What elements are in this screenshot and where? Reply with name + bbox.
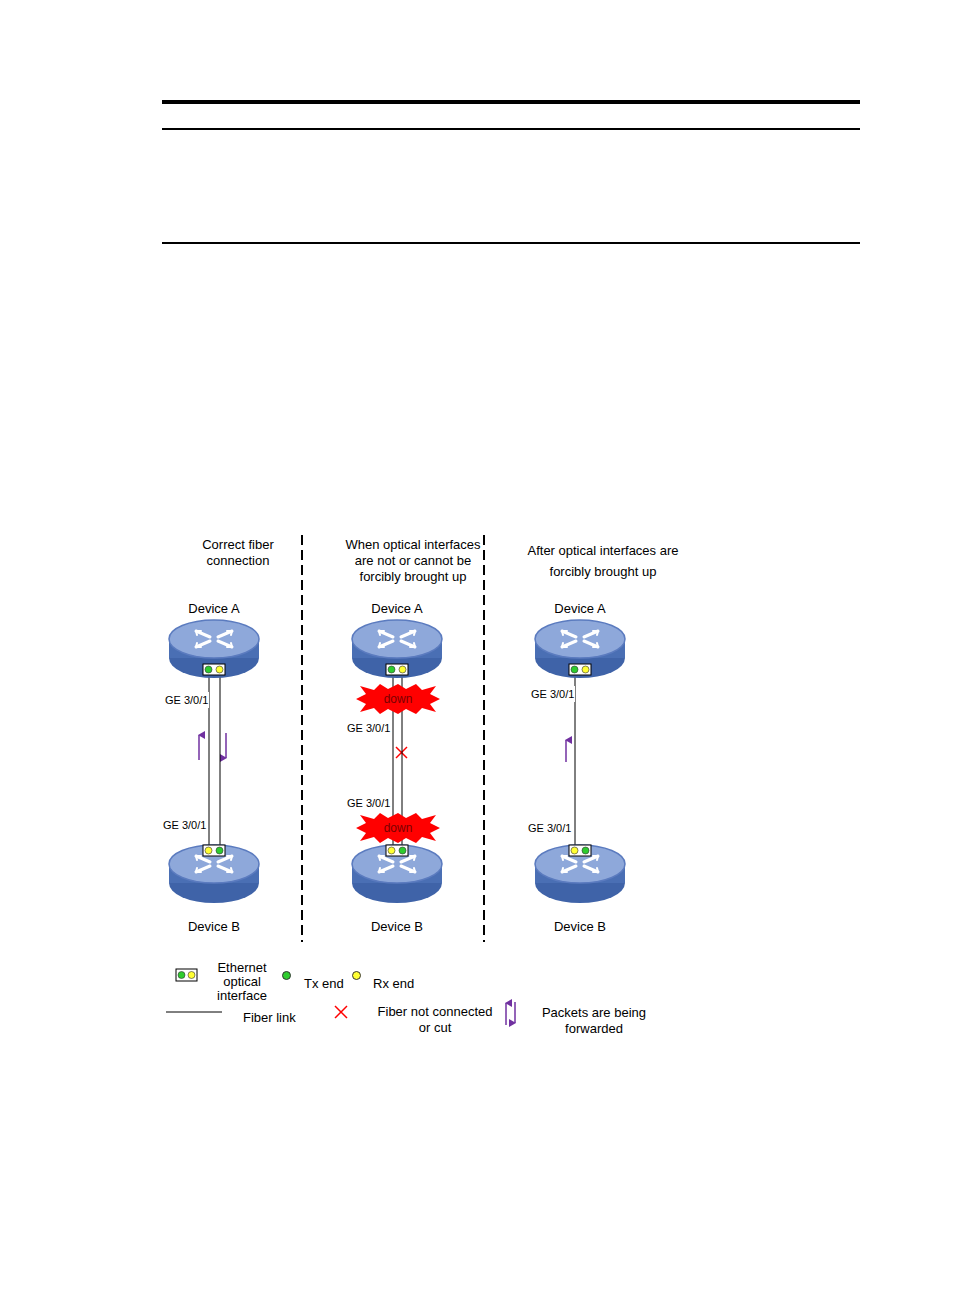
optical-port <box>203 845 225 856</box>
device-name: Device A <box>166 601 262 617</box>
panel-heading: Correct fiber connection <box>188 537 288 569</box>
interface-label: GE 3/0/1 <box>346 720 391 736</box>
legend-text: Packets are being forwarded <box>532 1005 656 1037</box>
router-icon <box>349 843 445 905</box>
legend-swatch <box>282 971 291 980</box>
interface-label: GE 3/0/1 <box>162 817 207 833</box>
status-text: down <box>356 820 440 836</box>
router-node: Device B <box>166 843 262 935</box>
optical-port <box>569 845 591 856</box>
router-icon <box>166 618 262 680</box>
legend-cut-mark <box>335 1006 347 1018</box>
legend-text: Rx end <box>373 976 414 992</box>
router-icon <box>166 843 262 905</box>
device-name: Device A <box>532 601 628 617</box>
packet-arrows <box>199 733 566 762</box>
optical-port <box>569 664 591 675</box>
panel-heading: When optical interfaces are not or canno… <box>337 537 489 585</box>
panel-divider <box>301 535 303 942</box>
status-burst: down <box>356 684 440 714</box>
optical-port <box>386 664 408 675</box>
device-name: Device B <box>166 919 262 935</box>
legend-fiber-line <box>166 1012 222 1013</box>
device-name: Device B <box>349 919 445 935</box>
panel-divider <box>483 535 485 942</box>
status-burst: down <box>356 813 440 843</box>
router-node: Device B <box>532 843 628 935</box>
legend-packet-arrows <box>506 1002 515 1025</box>
router-icon <box>532 618 628 680</box>
router-icon <box>349 618 445 680</box>
optical-port <box>386 845 408 856</box>
status-text: down <box>356 691 440 707</box>
interface-label: GE 3/0/1 <box>527 820 572 836</box>
interface-label: GE 3/0/1 <box>346 795 391 811</box>
interface-label: GE 3/0/1 <box>164 692 209 708</box>
table-rule <box>162 242 860 244</box>
table-rule <box>162 100 860 104</box>
optical-port <box>203 664 225 675</box>
legend-port-icon <box>176 969 197 981</box>
router-node: Device A <box>532 600 628 680</box>
panel-heading: After optical interfaces are forcibly br… <box>513 540 693 582</box>
device-name: Device A <box>349 601 445 617</box>
router-node: Device A <box>166 600 262 680</box>
table-rule <box>162 128 860 130</box>
fiber-link <box>220 674 221 849</box>
device-name: Device B <box>532 919 628 935</box>
router-node: Device B <box>349 843 445 935</box>
legend-text: Fiber not connected or cut <box>370 1004 500 1036</box>
legend-text: Fiber link <box>243 1010 296 1026</box>
router-icon <box>532 843 628 905</box>
router-node: Device A <box>349 600 445 680</box>
legend-text: Ethernet optical interface <box>210 961 274 1003</box>
legend-swatch <box>352 971 361 980</box>
interface-label: GE 3/0/1 <box>530 686 575 702</box>
legend-text: Tx end <box>304 976 344 992</box>
